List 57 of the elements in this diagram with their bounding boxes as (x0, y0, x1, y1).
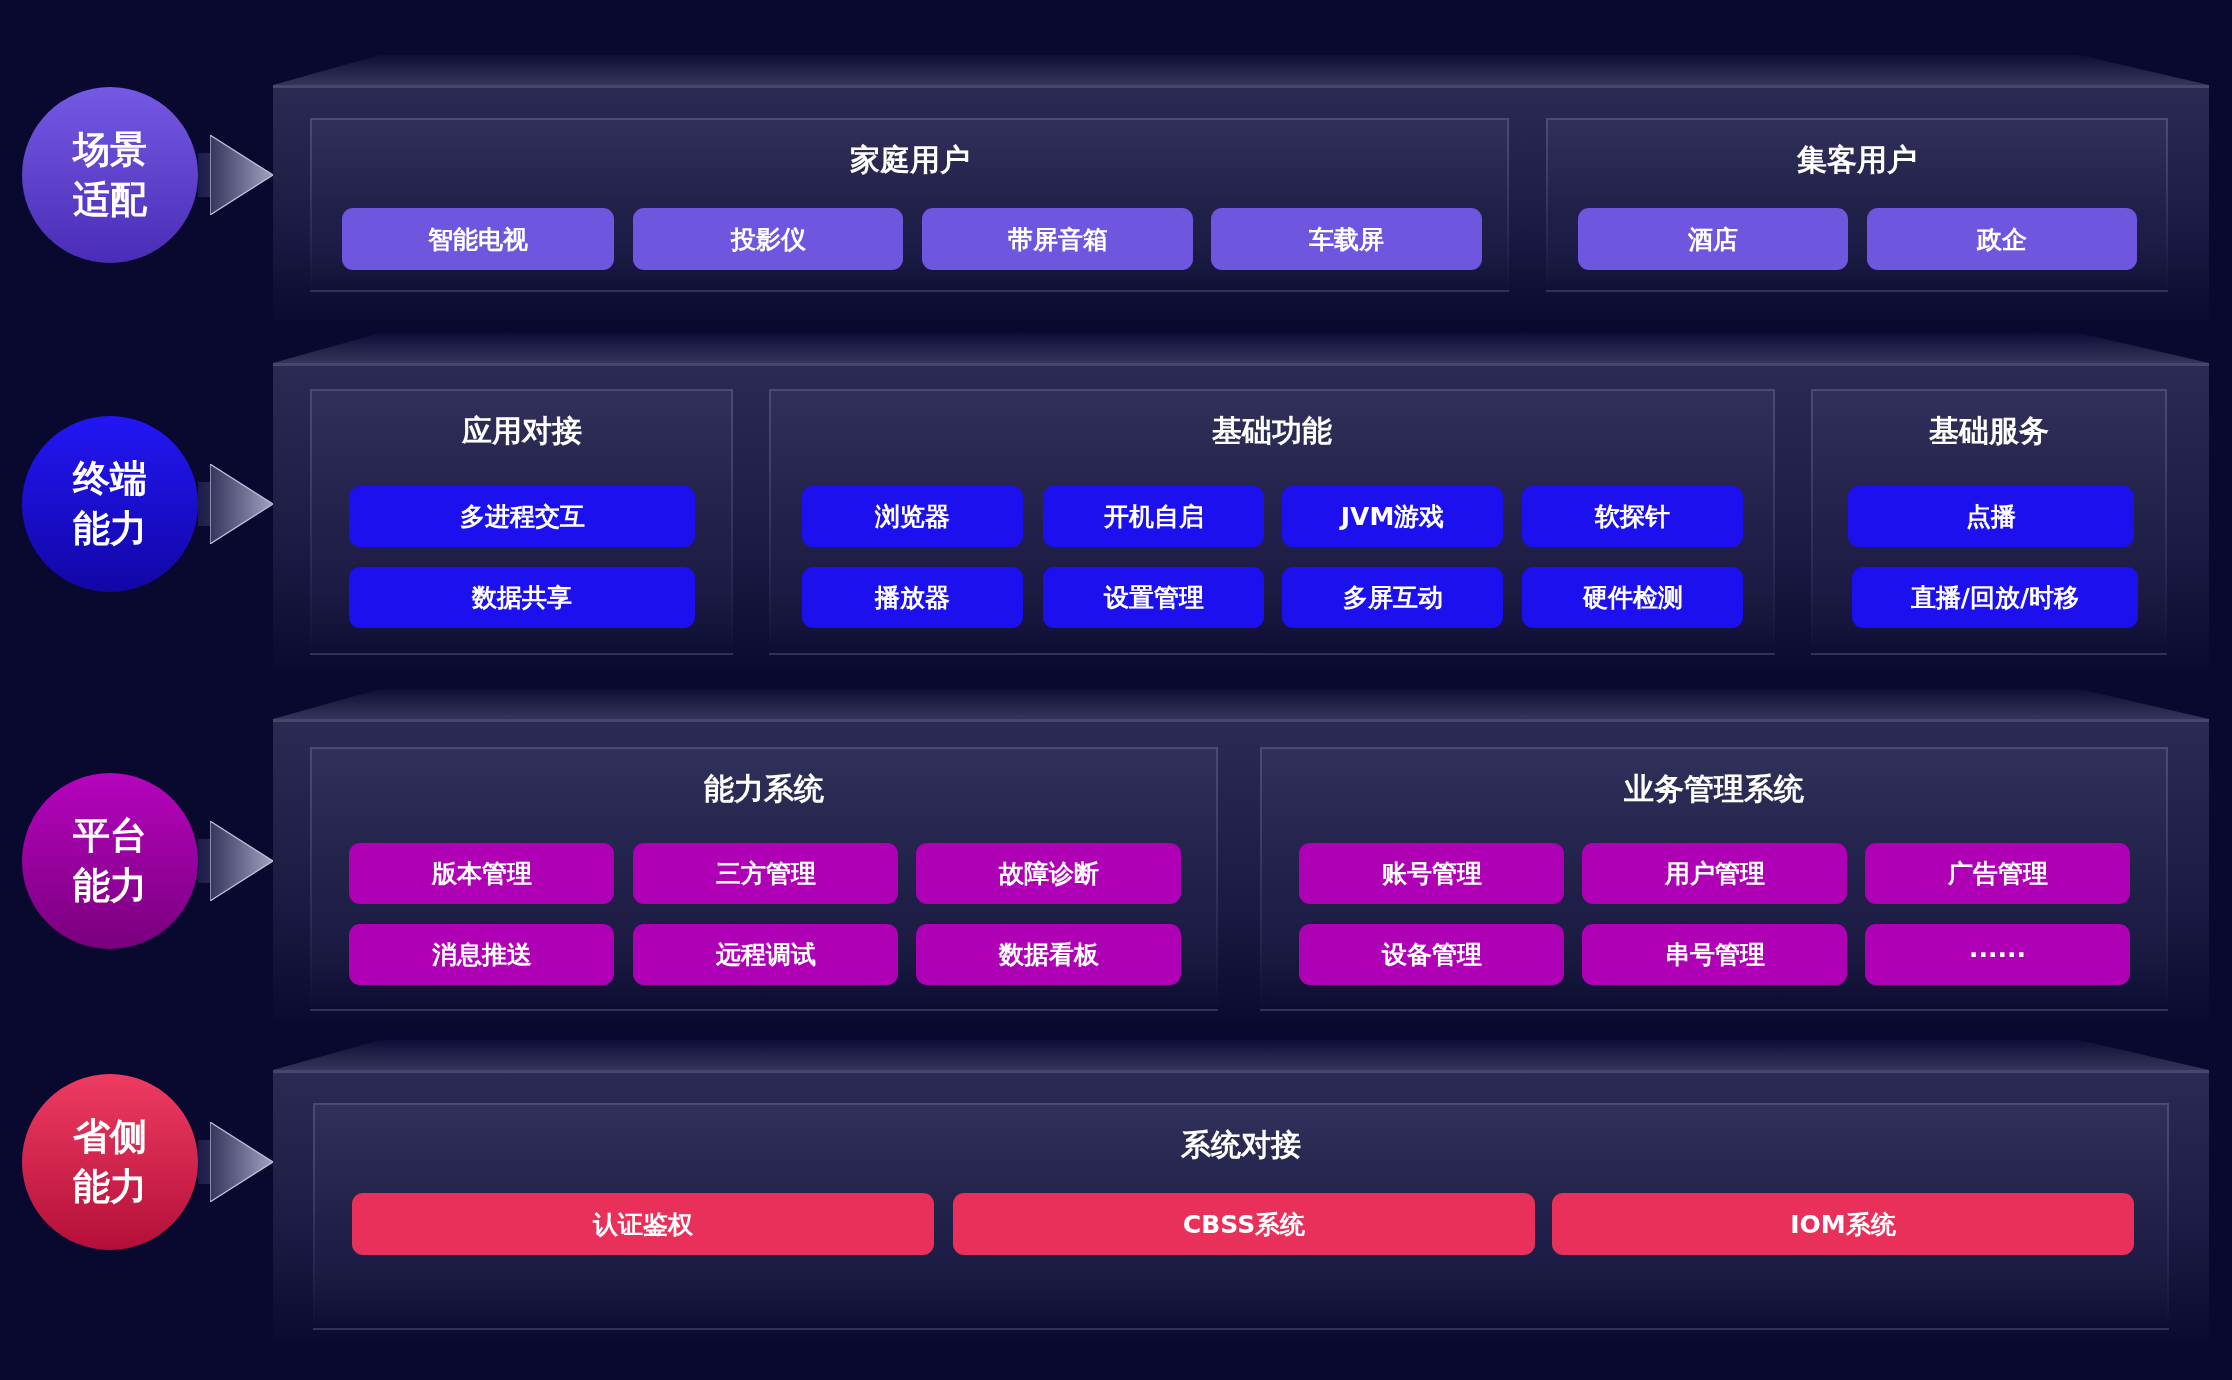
feature-tag: 数据看板 (916, 924, 1181, 985)
feature-tag: 投影仪 (633, 208, 903, 270)
feature-tag: 多屏互动 (1282, 567, 1503, 628)
feature-tag: 开机自启 (1043, 486, 1264, 547)
group-title: 应用对接 (461, 412, 582, 450)
feature-tag: 直播/回放/时移 (1852, 567, 2138, 628)
feature-tag: 车载屏 (1211, 208, 1482, 270)
feature-tag: 智能电视 (342, 208, 614, 270)
group-panel (313, 1103, 2169, 1330)
feature-tag: 政企 (1867, 208, 2137, 270)
feature-tag: 用户管理 (1582, 843, 1847, 904)
feature-tag: 设备管理 (1299, 924, 1564, 985)
group-title: 能力系统 (704, 770, 824, 808)
feature-tag: 多进程交互 (349, 486, 695, 547)
feature-tag: 播放器 (802, 567, 1023, 628)
feature-tag: 版本管理 (349, 843, 614, 904)
group-title: 家庭用户 (849, 141, 970, 179)
feature-tag: 酒店 (1578, 208, 1848, 270)
feature-tag: 认证鉴权 (352, 1193, 934, 1255)
feature-tag: 设置管理 (1043, 567, 1264, 628)
feature-tag: 三方管理 (633, 843, 898, 904)
group-title: 系统对接 (1181, 1126, 1301, 1164)
group-panel (1811, 389, 2167, 655)
feature-tag: 串号管理 (1582, 924, 1847, 985)
feature-tag: JVM游戏 (1282, 486, 1503, 547)
group-title: 基础功能 (1212, 412, 1332, 450)
feature-tag: 点播 (1848, 486, 2134, 547)
arrow (198, 1121, 274, 1203)
feature-tag: ······ (1865, 924, 2130, 985)
tier-title: 场景适配 (71, 127, 148, 223)
feature-tag: 带屏音箱 (922, 208, 1193, 270)
arrow (198, 820, 274, 902)
feature-tag: 远程调试 (633, 924, 898, 985)
group-panel (1546, 118, 2168, 292)
tier-title: 省侧能力 (72, 1114, 148, 1210)
arrow (198, 463, 274, 545)
group-panel (310, 389, 733, 655)
feature-tag: 广告管理 (1865, 843, 2130, 904)
feature-tag: 数据共享 (349, 567, 695, 628)
group-panel (1260, 747, 2168, 1011)
feature-tag: 软探针 (1522, 486, 1743, 547)
group-panel (310, 747, 1218, 1011)
feature-tag: IOM系统 (1552, 1193, 2134, 1255)
tier-title: 终端能力 (71, 456, 148, 552)
tier-title: 平台能力 (72, 813, 148, 909)
feature-tag: 消息推送 (349, 924, 614, 985)
arrow (198, 134, 274, 216)
group-title: 业务管理系统 (1624, 770, 1804, 808)
feature-tag: CBSS系统 (953, 1193, 1535, 1255)
group-title: 基础服务 (1929, 412, 2049, 450)
group-title: 集客用户 (1797, 141, 1917, 179)
feature-tag: 故障诊断 (916, 843, 1181, 904)
feature-tag: 账号管理 (1299, 843, 1564, 904)
feature-tag: 硬件检测 (1522, 567, 1743, 628)
group-panel (769, 389, 1775, 655)
group-panel (310, 118, 1509, 292)
feature-tag: 浏览器 (802, 486, 1023, 547)
